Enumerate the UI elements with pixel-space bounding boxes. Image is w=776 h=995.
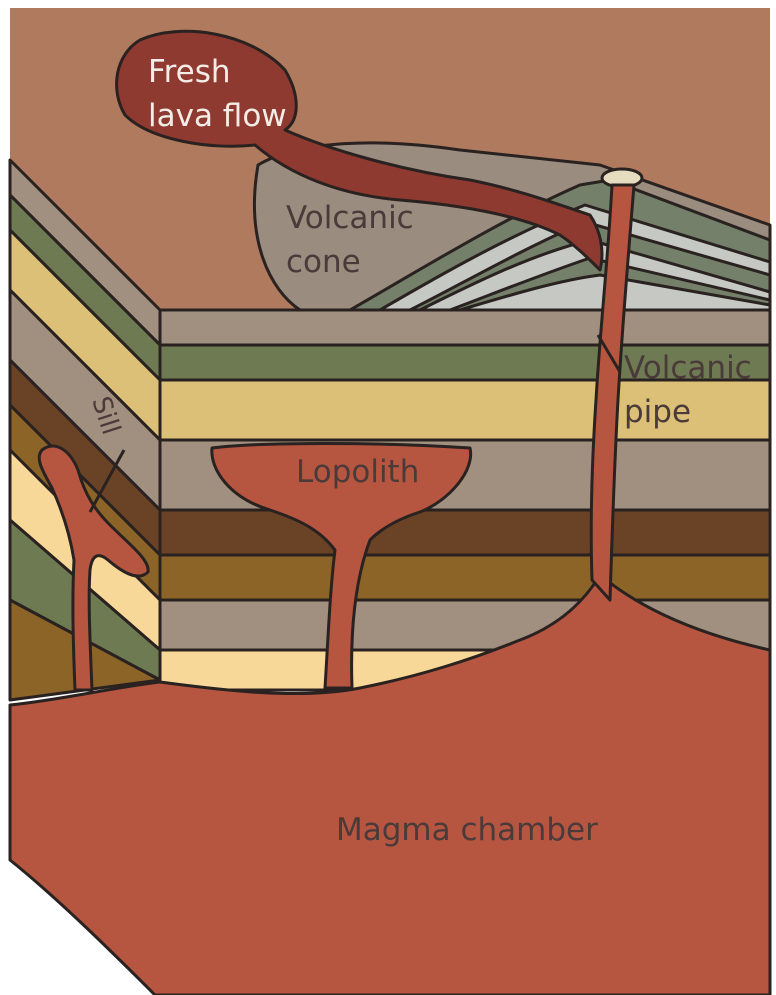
label-fresh-lava-flow-line2: lava flow (148, 98, 287, 134)
label-volcanic-cone-line2: cone (286, 244, 361, 280)
label-fresh-lava-flow-line1: Fresh (148, 54, 231, 90)
label-volcanic-cone-line1: Volcanic (286, 200, 414, 236)
label-magma-chamber: Magma chamber (336, 812, 598, 848)
label-volcanic-pipe-line2: pipe (624, 394, 691, 430)
label-lopolith: Lopolith (296, 454, 419, 490)
label-volcanic-pipe-line1: Volcanic (624, 350, 752, 386)
